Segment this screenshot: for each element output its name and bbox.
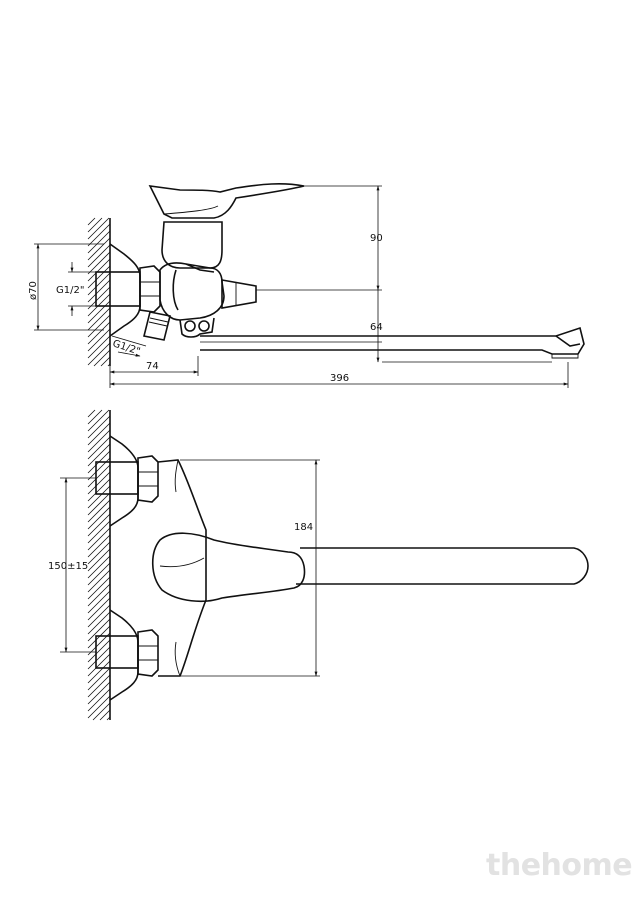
wall-side [87, 217, 111, 367]
top-view [87, 409, 589, 721]
wall-hatch-line [87, 660, 111, 684]
wall-hatch-line [87, 258, 111, 282]
mixer-body [159, 262, 225, 321]
wall-hatch-line [87, 604, 111, 628]
wall-hatch-line [87, 534, 111, 558]
wall-hatch-line [87, 569, 111, 593]
wall-hatch-line [87, 335, 111, 359]
wall-hatch-line [87, 230, 111, 254]
wall-top [87, 409, 111, 721]
wall-hatch-line [87, 443, 111, 467]
wall-hatch-line [87, 314, 111, 338]
wall-hatch-line [87, 590, 111, 614]
wall-hatch-line [87, 583, 111, 607]
wall-hatch-line [87, 286, 111, 310]
wall-hatch-line [107, 363, 111, 367]
top-dimensions: 184 150±15 [48, 459, 320, 677]
mixer-body-top [157, 459, 207, 677]
wall-hatch-line [87, 618, 111, 642]
wall-hatch-line [87, 409, 96, 418]
wall-hatch-line [87, 328, 111, 352]
wall-hatch-line [87, 681, 111, 705]
wall-hatch-line [87, 217, 96, 226]
dim-64-label: 64 [370, 322, 383, 333]
wall-hatch-line [87, 653, 111, 677]
side-view [87, 183, 585, 367]
wall-hatch-line [106, 716, 111, 721]
wall-hatch-line [87, 237, 111, 261]
wall-hatch-line [87, 520, 111, 544]
wall-hatch-line [87, 555, 111, 579]
wall-hatch-line [87, 272, 111, 296]
wall-hatch-line [87, 251, 111, 275]
wall-hatch-line [87, 265, 111, 289]
wall-hatch-line [87, 342, 111, 366]
wall-hatch-line [87, 409, 110, 432]
wall-hatch-line [87, 293, 111, 317]
watermark-logo: thehome [486, 848, 633, 883]
wall-hatch-line [87, 429, 111, 453]
wall-hatch-line [87, 625, 111, 649]
wall-hatch-line [87, 217, 110, 240]
wall-hatch-line [92, 702, 111, 721]
lower-connector [179, 317, 215, 338]
wall-hatch-line [87, 499, 111, 523]
wall-hatch-line [87, 576, 111, 600]
dim-thread-upper-label: G1/2" [56, 285, 84, 296]
wall-hatch-line [87, 513, 111, 537]
dim-184-label: 184 [294, 522, 313, 533]
wall-hatch-line [87, 688, 111, 712]
shower-outlet [143, 311, 171, 341]
wall-hatch-line [87, 415, 111, 439]
wall-hatch-line [87, 611, 111, 635]
wall-hatch-line [93, 349, 111, 367]
wall-hatch-line [87, 478, 111, 502]
wall-hatch-line [87, 548, 111, 572]
wall-hatch-line [87, 527, 111, 551]
wall-hatch-line [99, 709, 111, 721]
dim-150-label: 150±15 [48, 561, 88, 572]
dim-74-label: 74 [146, 361, 159, 372]
wall-hatch-line [87, 422, 111, 446]
wall-hatch-line [87, 409, 103, 425]
lever-top [151, 532, 306, 603]
diverter-cap [221, 279, 257, 309]
wall-hatch-line [87, 321, 111, 345]
wall-hatch-line [87, 217, 103, 233]
dim-396-label: 396 [330, 373, 349, 384]
wall-hatch-line [87, 667, 111, 691]
wall-hatch-line [87, 492, 111, 516]
wall-hatch-line [87, 674, 111, 698]
wall-hatch-line [87, 506, 111, 530]
wall-hatch-line [87, 471, 111, 495]
wall-hatch-line [87, 485, 111, 509]
spout-top [296, 547, 589, 585]
wall-hatch-line [87, 562, 111, 586]
cartridge-column [161, 221, 223, 269]
flange-cup [109, 243, 141, 337]
wall-hatch-line [100, 356, 111, 367]
wall-hatch-line [87, 436, 111, 460]
wall-hatch-line [87, 300, 111, 324]
lever-handle [148, 183, 305, 219]
wall-hatch-line [87, 541, 111, 565]
spout [200, 326, 585, 355]
wall-hatch-line [87, 639, 111, 663]
wall-hatch-line [87, 307, 111, 331]
wall-hatch-line [87, 223, 111, 247]
wall-hatch-line [87, 464, 111, 488]
wall-hatch-line [87, 279, 111, 303]
dim-90-label: 90 [370, 233, 383, 244]
nut [139, 265, 161, 313]
inlet-upper [95, 435, 159, 527]
wall-hatch-line [87, 646, 111, 670]
wall-hatch-line [87, 597, 111, 621]
dim-d70-label: ø70 [28, 281, 39, 300]
wall-hatch-line [87, 244, 111, 268]
wall-hatch-line [87, 695, 111, 719]
dim-thread-lower-label: G1/2" [111, 338, 141, 357]
